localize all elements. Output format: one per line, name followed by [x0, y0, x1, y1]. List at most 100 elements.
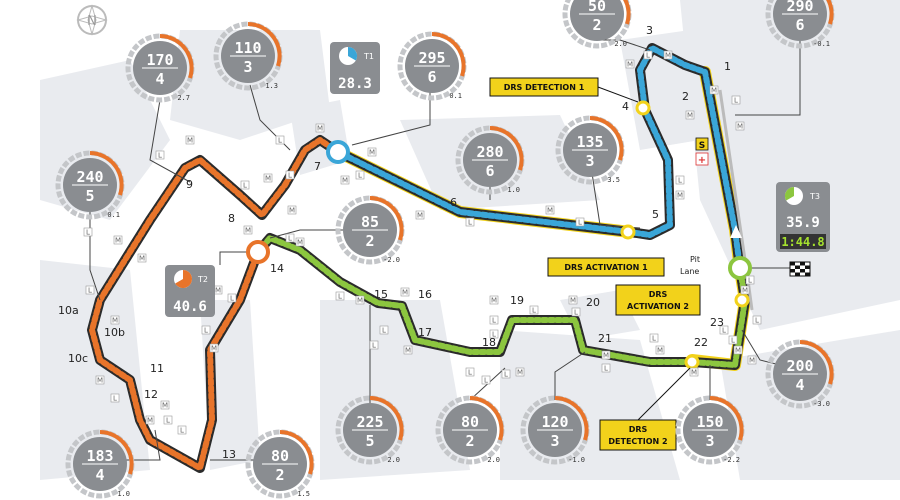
svg-text:M: M	[297, 239, 303, 247]
marker-l-box: L	[745, 275, 755, 285]
gauge-accent-arc	[369, 196, 404, 241]
svg-text:M: M	[677, 192, 683, 200]
svg-text:M: M	[603, 352, 609, 360]
stopwatch-icon	[784, 187, 803, 205]
svg-text:M: M	[735, 347, 741, 355]
marker-m-box: M	[340, 175, 350, 185]
svg-text:M: M	[737, 123, 743, 131]
sector-1-tag: T1	[363, 52, 374, 61]
gauge-accent-arc	[247, 22, 282, 67]
marker-m-box: M	[355, 295, 365, 305]
marker-l-box: L	[481, 375, 491, 385]
svg-text:L: L	[652, 335, 656, 343]
svg-text:L: L	[484, 377, 488, 385]
gauge-g-force: 2.0	[487, 456, 500, 464]
marker-l-box: L	[369, 340, 379, 350]
gauge-speed: 290	[786, 0, 813, 15]
marker-m-box: M	[287, 205, 297, 215]
corner-17: 17	[418, 326, 432, 339]
gauge-gear: 6	[795, 16, 804, 34]
gauge-gear: 3	[705, 432, 714, 450]
marker-m-box: M	[733, 345, 743, 355]
gauge-g-force: 1.0	[117, 490, 130, 498]
gauge-gear: 5	[85, 187, 94, 205]
svg-text:M: M	[402, 289, 408, 297]
svg-text:M: M	[139, 255, 145, 263]
pit-lane-label-1: Pit	[690, 255, 700, 264]
s-badge: S	[695, 137, 709, 151]
sector-3-box: T3 35.9 1:44.8	[776, 182, 830, 252]
gauge-speed: 240	[76, 168, 103, 186]
svg-text:L: L	[578, 219, 582, 227]
gauge-gear: 3	[585, 152, 594, 170]
gauge-speed: 110	[234, 39, 261, 57]
sector-2-tag: T2	[197, 275, 208, 284]
svg-text:M: M	[742, 287, 748, 295]
corner-16: 16	[418, 288, 432, 301]
leader-lines	[89, 39, 801, 461]
marker-l-box: L	[83, 227, 93, 237]
gauge-accent-arc	[489, 126, 524, 171]
marker-m-box: M	[740, 285, 750, 295]
svg-text:L: L	[358, 172, 362, 180]
gauge-gear: 2	[275, 466, 284, 484]
corner-7: 7	[314, 160, 321, 173]
marker-m-box: M	[185, 135, 195, 145]
corner-10b: 10b	[104, 326, 125, 339]
svg-text:M: M	[187, 137, 193, 145]
svg-text:M: M	[687, 112, 693, 120]
gauge-gear: 4	[795, 376, 804, 394]
corner-23: 23	[710, 316, 724, 329]
gauge-gear: 3	[243, 58, 252, 76]
marker-l-box: L	[177, 425, 187, 435]
marker-l-box: L	[465, 217, 475, 227]
svg-text:L: L	[468, 219, 472, 227]
corner-numbers: 1 2 3 4 5 6 7 8 9 10a 10b 10c 11 12 13 1…	[58, 24, 731, 461]
svg-text:L: L	[492, 317, 496, 325]
svg-text:M: M	[711, 87, 717, 95]
gauge-accent-arc	[799, 340, 834, 385]
corner-10c: 10c	[68, 352, 88, 365]
sector-3-time: 35.9	[786, 215, 820, 231]
marker-m-box: M	[145, 415, 155, 425]
start-arrow	[730, 225, 742, 238]
svg-text:M: M	[97, 377, 103, 385]
gauge-g-force: -2.0	[383, 256, 400, 264]
marker-m-box: M	[709, 85, 719, 95]
gauge-speed: 280	[476, 143, 503, 161]
gauge-g-force: 2.7	[177, 94, 190, 102]
svg-text:+: +	[698, 155, 706, 166]
marker-m-box: M	[655, 345, 665, 355]
svg-text:L: L	[734, 97, 738, 105]
sector-2-time: 40.6	[173, 299, 207, 315]
gauge-g-force: 1.0	[507, 186, 520, 194]
sector-1-time: 28.3	[338, 76, 372, 92]
marker-l-box: L	[649, 333, 659, 343]
corner-19: 19	[510, 294, 524, 307]
marker-l-box: L	[465, 367, 475, 377]
svg-text:L: L	[678, 177, 682, 185]
corner-22: 22	[694, 336, 708, 349]
gauge-accent-arc	[369, 396, 404, 441]
marker-m-box: M	[263, 173, 273, 183]
marker-l-box: L	[571, 307, 581, 317]
gauge-g-force: -2.2	[723, 456, 740, 464]
marker-l-box: L	[752, 315, 762, 325]
gauge-accent-arc	[623, 0, 631, 25]
corner-6: 6	[450, 196, 457, 209]
svg-text:L: L	[288, 172, 292, 180]
marker-l-box: L	[335, 291, 345, 301]
marker-m-box: M	[568, 295, 578, 305]
svg-text:M: M	[342, 177, 348, 185]
marker-m-box: M	[110, 315, 120, 325]
svg-text:M: M	[657, 347, 663, 355]
marker-m-box: M	[403, 345, 413, 355]
corner-14: 14	[270, 262, 284, 275]
gauge-g-force: 0.1	[449, 92, 462, 100]
svg-text:M: M	[517, 369, 523, 377]
svg-text:M: M	[215, 287, 221, 295]
marker-l-box: L	[675, 175, 685, 185]
